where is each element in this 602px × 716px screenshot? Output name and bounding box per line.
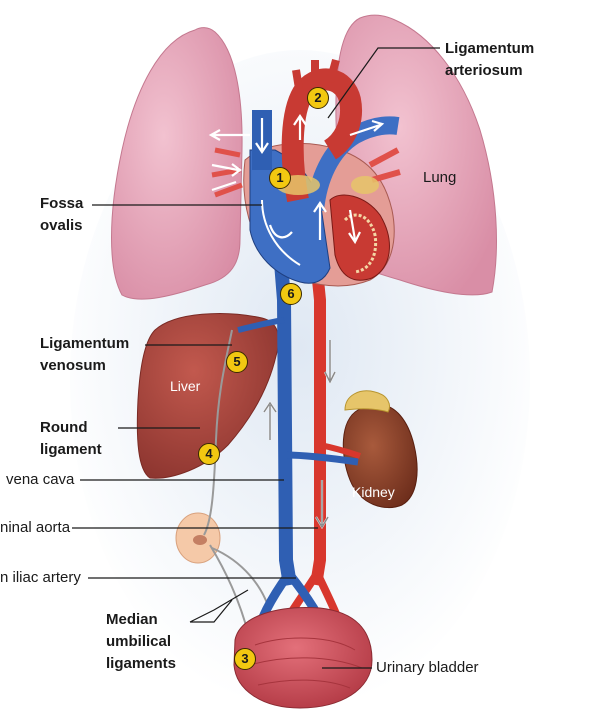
label-round-ligament-line1: Round [40, 419, 88, 436]
step-badge-6: 6 [280, 283, 302, 305]
left-lung [111, 27, 243, 300]
label-iliac-artery: n iliac artery [0, 569, 81, 586]
label-ligamentum-venosum-line2: venosum [40, 357, 106, 374]
aortic-arch [281, 68, 362, 203]
leader-lines [72, 47, 440, 669]
label-ligamentum-arteriosum-line2: arteriosum [445, 62, 523, 79]
label-abdominal-aorta: ninal aorta [0, 519, 71, 536]
label-ligamentum-arteriosum-line1: Ligamentum [445, 40, 535, 57]
step-badge-3: 3 [234, 648, 256, 670]
step-badge-2: 2 [307, 87, 329, 109]
label-liver: Liver [170, 378, 201, 394]
label-fossa-ovalis-line1: Fossa [40, 195, 84, 212]
leader-median-umbilical [189, 589, 249, 623]
gray-flow-arrows [263, 340, 336, 529]
label-round-ligament-line2: ligament [40, 441, 102, 458]
step-badge-1: 1 [269, 167, 291, 189]
inferior-vena-cava [273, 249, 297, 587]
hepatic-vein [237, 317, 285, 333]
aorta [310, 279, 326, 586]
leader-ligamentum-arteriosum [327, 47, 440, 119]
label-lung: Lung [423, 169, 457, 186]
renal-artery [319, 442, 361, 459]
label-urinary-bladder: Urinary bladder [376, 659, 479, 676]
adrenal-gland [344, 390, 390, 413]
label-kidney: Kidney [352, 484, 395, 500]
label-ligamentum-venosum-line1: Ligamentum [40, 335, 130, 352]
step-badge-5: 5 [226, 351, 248, 373]
pulmonary-vessel [211, 147, 243, 198]
label-median-umbilical-line1: Median [106, 611, 158, 628]
left-heart [329, 194, 390, 281]
pulmonary-vessel [368, 147, 401, 183]
renal-vein [285, 451, 359, 466]
label-vena-cava: vena cava [6, 471, 75, 488]
step-badge-4: 4 [198, 443, 220, 465]
label-fossa-ovalis-line2: ovalis [40, 217, 83, 234]
label-median-umbilical-line3: ligaments [106, 655, 177, 672]
label-median-umbilical-line2: umbilical [106, 633, 172, 650]
